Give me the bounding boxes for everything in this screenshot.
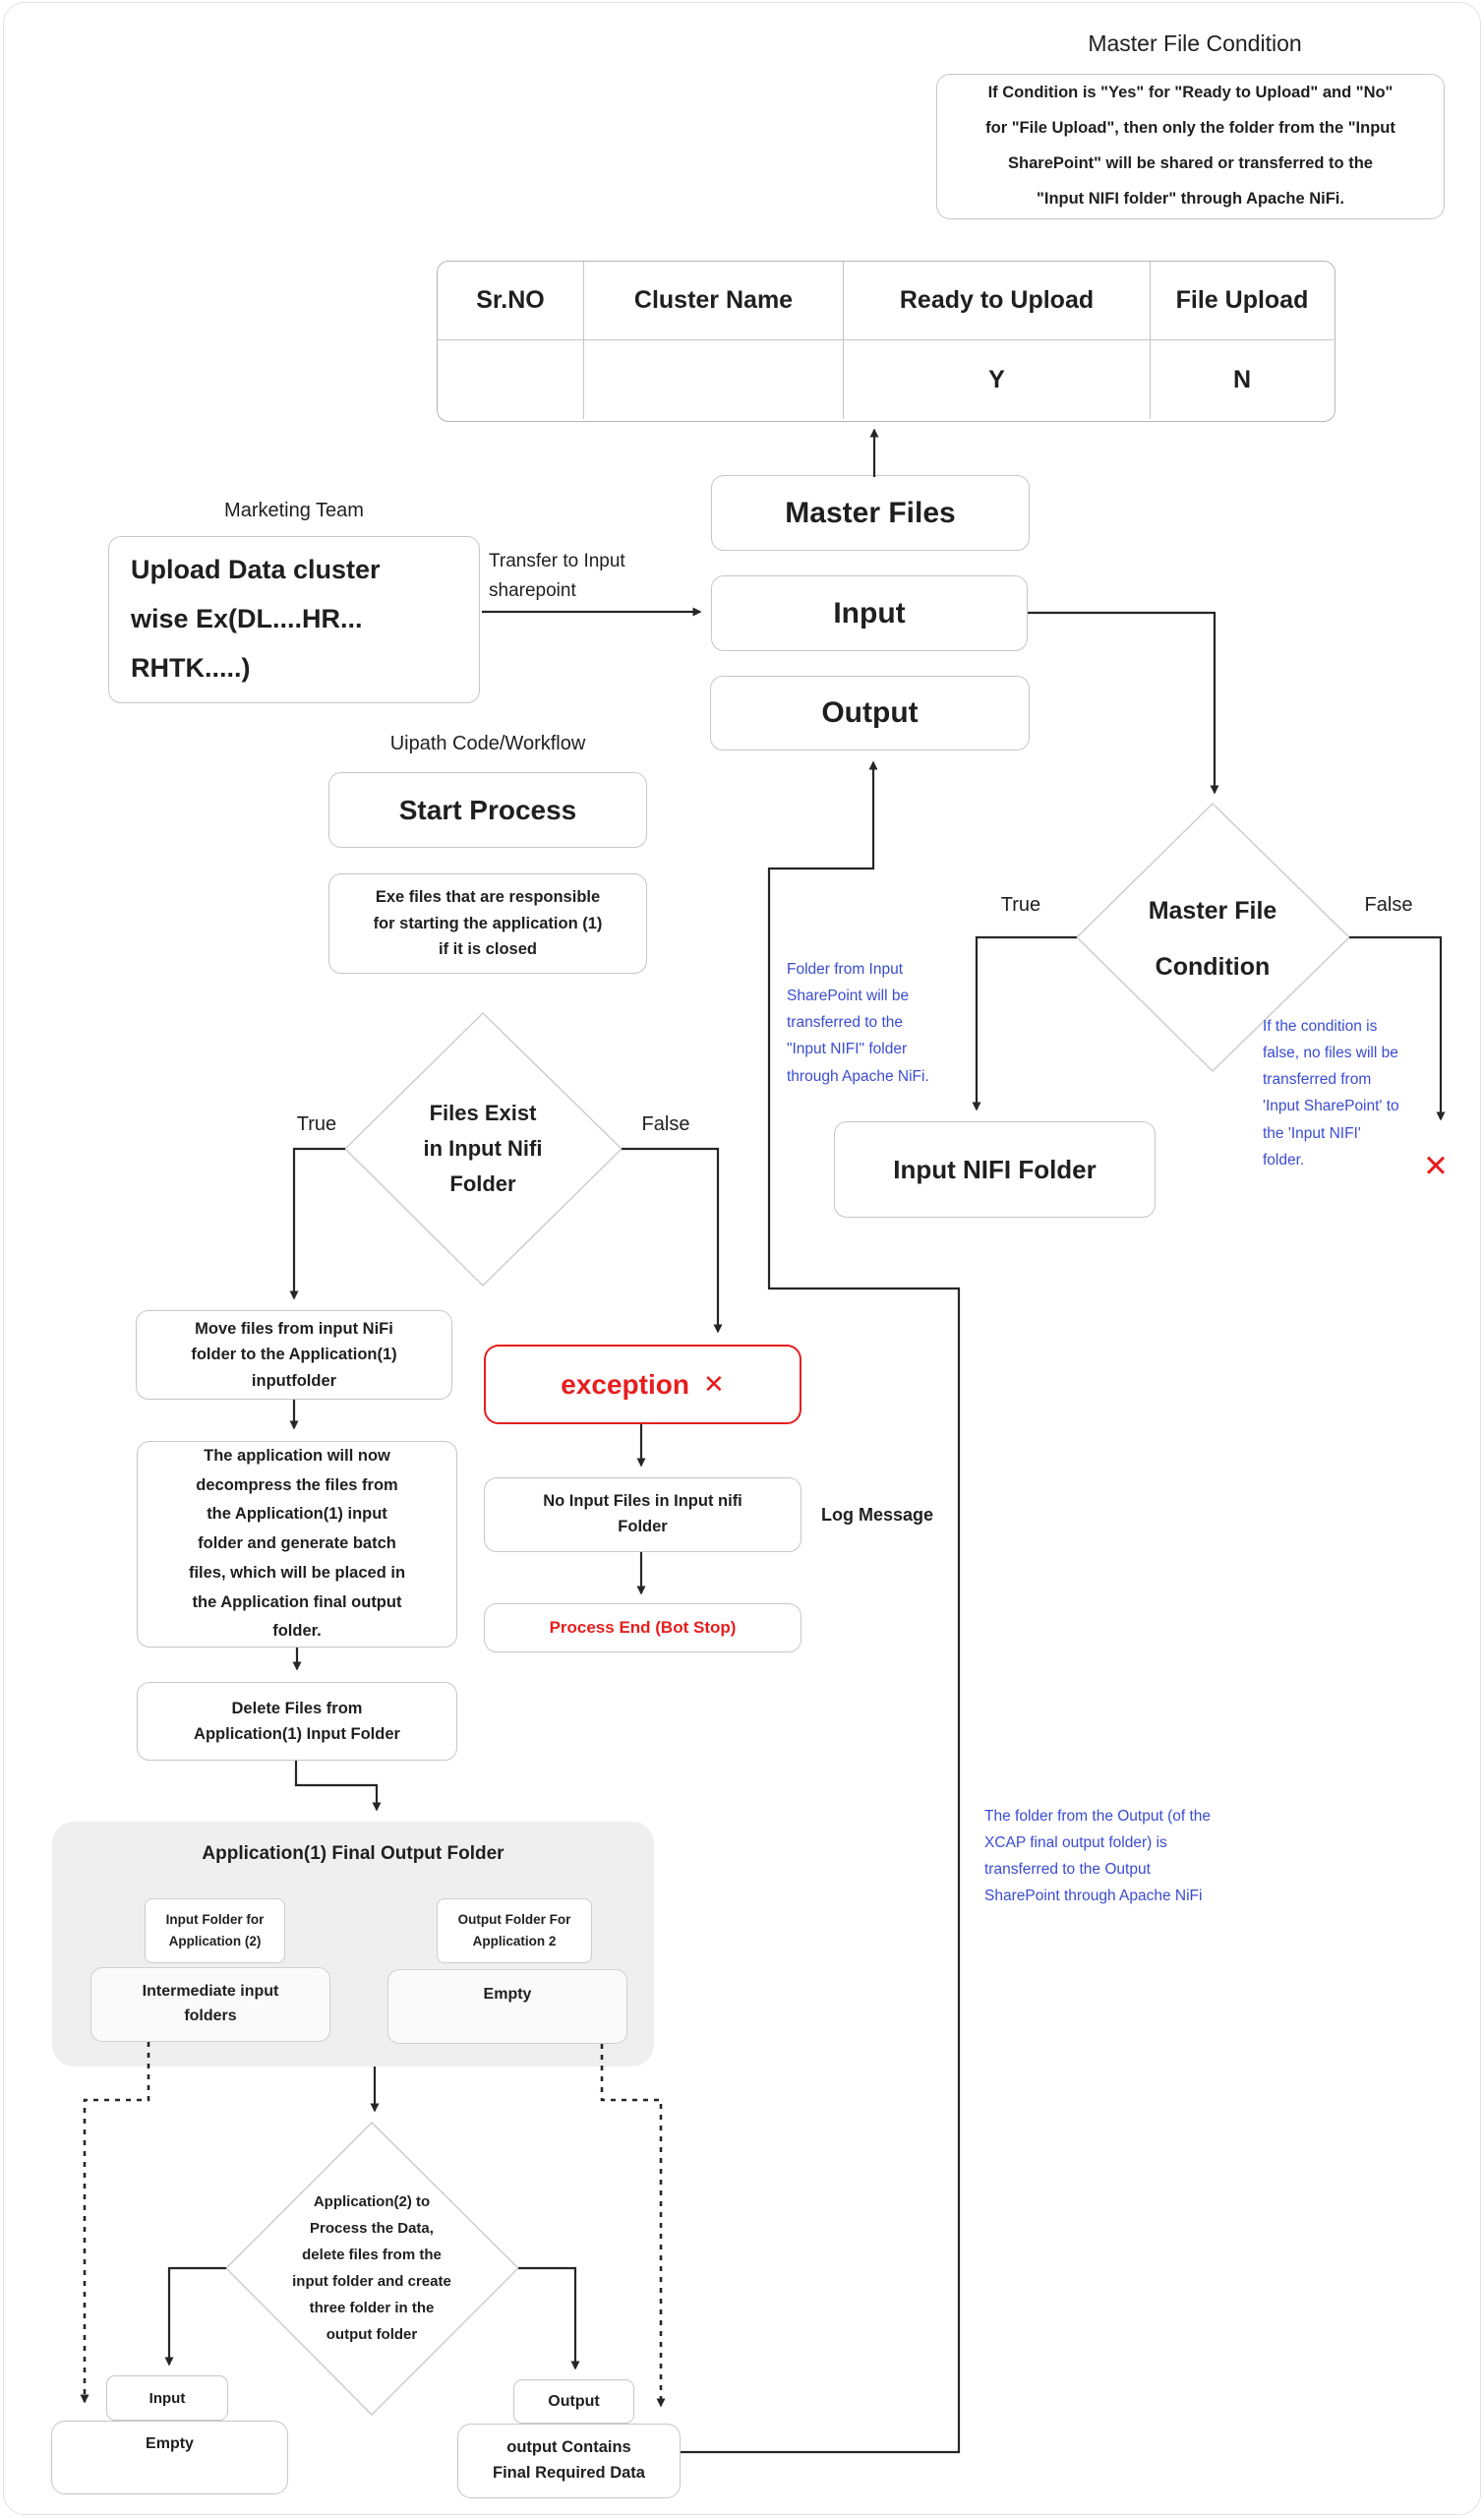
decompress-box: The application will now decompress the … [137,1441,457,1648]
input-nifi-folder-box: Input NIFI Folder [834,1121,1156,1218]
mfc-false-label: False [1364,893,1413,916]
no-input-files-box: No Input Files in Input nifi Folder [484,1477,801,1552]
input-sharepoint-box: Input [711,575,1028,651]
transfer-to-input-label: Transfer to Input sharepoint [489,551,625,602]
exe-files-note-box: Exe files that are responsible for start… [328,873,647,974]
master-file-table: Sr.NO Cluster Name Ready to Upload File … [437,261,1336,422]
exception-label: exception [561,1368,689,1400]
output-folder-app2-box: Output Folder For Application 2 [437,1898,592,1963]
output-loop-annotation: The folder from the Output (of the XCAP … [984,1808,1212,1905]
final-input-box: Input [106,2375,228,2421]
application2-diamond-text: Application(2) to Process the Data, dele… [292,2193,451,2343]
files-exist-diamond-text: Files Exist in Input Nifi Folder [423,1100,543,1197]
exception-x-icon: ✕ [702,1369,725,1399]
output-sharepoint-box: Output [710,676,1030,750]
table-cell-ready-to-upload: Y [844,340,1151,419]
move-files-box: Move files from input NiFi folder to the… [136,1310,452,1400]
exception-box: exception ✕ [484,1345,801,1424]
empty-output-box: Empty [387,1969,627,2044]
files-exist-false-label: False [641,1112,690,1135]
table-header-srno: Sr.NO [438,262,584,340]
master-files-box: Master Files [711,475,1030,551]
master-file-condition-note: If Condition is "Yes" for "Ready to Uplo… [936,74,1445,219]
master-file-condition-title: Master File Condition [1088,30,1302,56]
upload-data-box: Upload Data cluster wise Ex(DL....HR... … [108,536,480,703]
start-process-box: Start Process [328,772,647,848]
table-header-file-upload: File Upload [1151,262,1334,340]
marketing-team-label: Marketing Team [224,499,364,521]
uipath-workflow-label: Uipath Code/Workflow [389,732,586,754]
files-exist-true-label: True [296,1112,337,1135]
table-cell-cluster-name [584,340,844,419]
master-file-condition-diamond-text: Master File Condition [1148,896,1277,982]
process-end-box: Process End (Bot Stop) [484,1603,801,1652]
table-cell-srno [438,340,584,419]
final-required-data-box: output Contains Final Required Data [457,2424,681,2498]
input-folder-app2-box: Input Folder for Application (2) [145,1898,285,1963]
final-empty-box: Empty [51,2421,288,2494]
page-card-border [3,2,1481,2515]
table-cell-file-upload: N [1232,365,1252,393]
intermediate-input-folders-box: Intermediate input folders [90,1967,330,2042]
mfc-true-label: True [1000,893,1041,916]
table-header-cluster-name: Cluster Name [584,262,844,340]
false-x-mark-icon: ✕ [1423,1149,1449,1183]
log-message-label: Log Message [821,1505,934,1525]
final-output-box: Output [513,2379,634,2424]
app1-container-title: Application(1) Final Output Folder [202,1843,505,1864]
delete-files-box: Delete Files from Application(1) Input F… [137,1682,457,1761]
nifi-transfer-annotation: Folder from Input SharePoint will be tra… [787,961,929,1085]
table-header-ready-to-upload: Ready to Upload [844,262,1151,340]
